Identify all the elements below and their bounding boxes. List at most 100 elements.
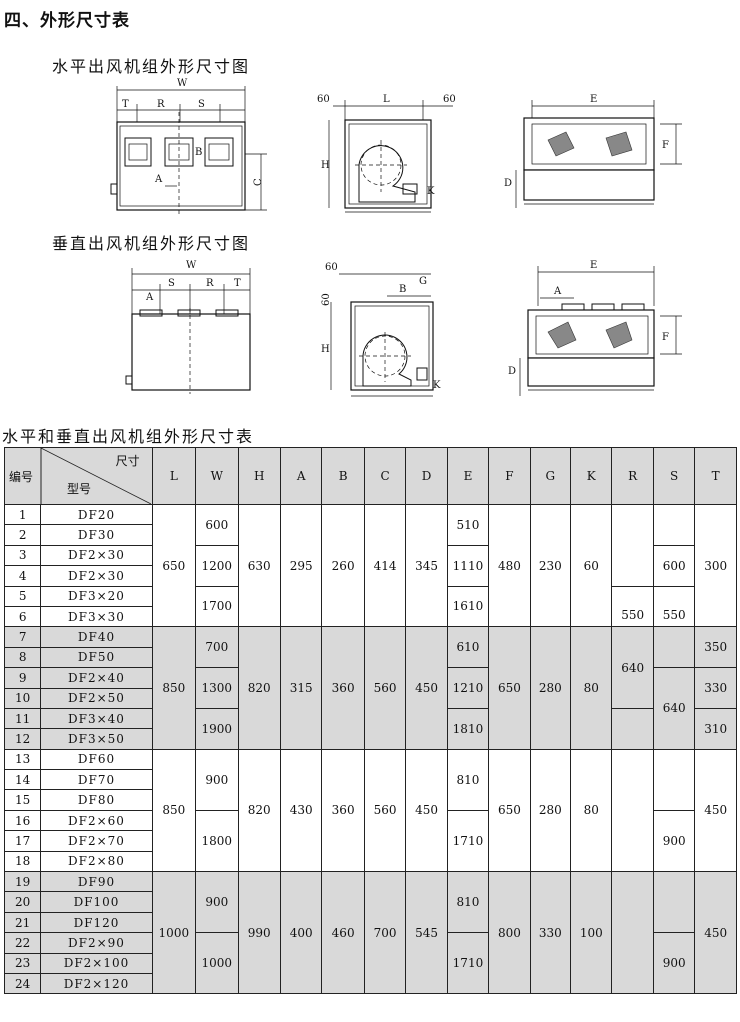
row-no: 2	[3, 524, 42, 546]
cell-S: 900	[652, 809, 696, 873]
cell-C: 560	[363, 748, 407, 873]
header-col-F: F	[488, 447, 531, 505]
table-row: 19 DF90 1000 900 990 400 460 700 545 810…	[3, 871, 737, 995]
dim-A: A	[145, 292, 154, 303]
cell-S	[652, 871, 696, 934]
table-row: 14 DF70	[3, 769, 737, 791]
cell-W: 700	[195, 626, 239, 669]
v-top-drawing: E A F D	[508, 260, 682, 396]
header-col-L: L	[151, 447, 197, 505]
row-no: 10	[3, 687, 42, 709]
dim-T: T	[122, 99, 129, 110]
row-model: DF90	[40, 871, 153, 893]
header-dim: 尺寸	[115, 454, 140, 468]
row-no: 15	[3, 789, 42, 811]
cell-F: 650	[488, 626, 531, 750]
cell-G: 230	[529, 503, 572, 628]
cell-B: 360	[321, 748, 365, 873]
cell-C: 700	[363, 871, 407, 995]
table-row: 17 DF2×70	[3, 830, 737, 852]
cell-S: 640	[652, 667, 696, 750]
h-front-drawing: W T R S B A C	[110, 78, 267, 214]
cell-C: 560	[363, 626, 407, 750]
cell-H: 820	[237, 748, 281, 873]
row-model: DF120	[40, 911, 153, 934]
dim-E: E	[590, 94, 597, 105]
table-header-row: 编号 尺寸 型号 L W H A B C D E F G K R S T	[4, 447, 737, 505]
cell-C: 414	[363, 503, 407, 628]
dim-S: S	[168, 278, 175, 289]
cell-D: 450	[405, 748, 448, 873]
row-no: 12	[3, 728, 42, 750]
header-col-S: S	[652, 447, 696, 505]
table-row: 20 DF100	[3, 891, 737, 913]
header-col-K: K	[570, 447, 613, 505]
v-front-drawing: W A S R T	[125, 260, 251, 394]
row-no: 5	[3, 585, 42, 607]
cell-A: 315	[279, 626, 323, 750]
row-model: DF2×60	[40, 809, 153, 832]
cell-W: 1900	[195, 707, 239, 750]
table-title: 水平和垂直出风机组外形尺寸表	[2, 427, 255, 446]
row-model: DF3×20	[40, 585, 153, 607]
cell-H: 820	[237, 626, 281, 750]
horizontal-drawing-caption: 水平出风机组外形尺寸图	[52, 57, 251, 76]
header-col-E: E	[446, 447, 490, 505]
cell-L: 850	[151, 748, 197, 873]
dim-B: B	[399, 284, 406, 295]
cell-R: 550	[611, 585, 654, 628]
dim-G: G	[419, 276, 427, 287]
cell-E: 810	[446, 748, 490, 811]
header-col-C: C	[363, 447, 407, 505]
header-diagonal-cell: 编号 尺寸 型号	[4, 447, 153, 505]
table-row: 11 DF3×40 1900 1810 310	[3, 707, 737, 750]
table-row: 1 DF20 650 600 630 295 260 414 345 510 4…	[3, 503, 737, 628]
h-side-drawing: 60 L 60 H K	[317, 94, 456, 213]
dim-A: A	[154, 174, 163, 185]
cell-S	[652, 748, 696, 811]
cell-R	[611, 504, 654, 587]
cell-W: 1200	[195, 544, 239, 587]
dim-W: W	[186, 260, 197, 271]
row-no: 4	[3, 565, 42, 587]
cell-W: 1800	[195, 809, 239, 873]
dim-K: K	[427, 186, 435, 197]
cell-K: 60	[570, 503, 613, 628]
cell-A: 400	[279, 871, 323, 995]
cell-H: 630	[237, 503, 281, 628]
dim-R: R	[157, 99, 165, 110]
cell-W: 1700	[195, 585, 239, 628]
table-row: 12 DF3×50	[3, 728, 737, 750]
cell-L: 650	[151, 503, 197, 628]
cell-W: 900	[195, 748, 239, 811]
cell-T: 300	[694, 503, 737, 628]
cell-W: 1300	[195, 667, 239, 709]
cell-F: 650	[488, 748, 531, 873]
cell-R	[611, 748, 654, 873]
cell-S: 550	[652, 585, 696, 628]
section-title: 四、外形尺寸表	[4, 11, 130, 31]
cell-T: 310	[694, 707, 737, 750]
cell-K: 100	[570, 871, 613, 995]
cell-B: 260	[321, 503, 365, 628]
dim-H: H	[321, 344, 330, 355]
row-no: 8	[3, 646, 42, 669]
row-model: DF2×80	[40, 850, 153, 873]
dim-R: R	[206, 278, 214, 289]
cell-E: 610	[446, 626, 490, 669]
cell-G: 280	[529, 626, 572, 750]
dim-S: S	[198, 99, 205, 110]
cell-L: 850	[151, 626, 197, 750]
row-model: DF3×50	[40, 728, 153, 750]
cell-F: 800	[488, 871, 531, 995]
cell-S: 600	[652, 544, 696, 587]
header-col-B: B	[321, 447, 365, 505]
header-model: 型号	[67, 482, 92, 496]
cell-D: 450	[405, 626, 448, 750]
cell-S	[652, 626, 696, 669]
dim-A: A	[553, 286, 562, 297]
header-no: 编号	[9, 470, 34, 484]
row-model: DF2×70	[40, 830, 153, 852]
row-no: 3	[3, 544, 42, 567]
header-col-T: T	[694, 447, 737, 505]
